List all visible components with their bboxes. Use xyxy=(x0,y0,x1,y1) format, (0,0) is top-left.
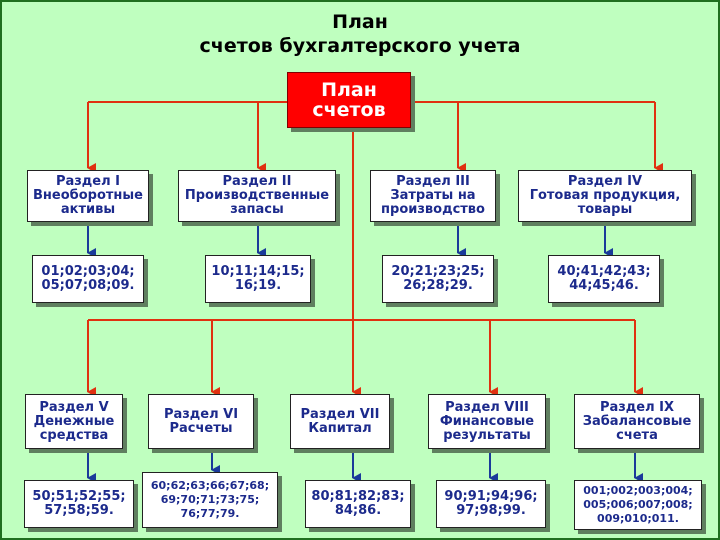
section-7-box: Раздел VII Капитал xyxy=(290,394,390,449)
accounts-9-box: 001;002;003;004; 005;006;007;008; 009;01… xyxy=(574,480,702,530)
accounts-4-box: 40;41;42;43; 44;45;46. xyxy=(548,255,660,303)
accounts-3-text: 20;21;23;25; 26;28;29. xyxy=(391,264,485,293)
accounts-5-box: 50;51;52;55; 57;58;59. xyxy=(24,480,134,528)
section-3-box: Раздел III Затраты на производство xyxy=(370,170,496,222)
section-2-label: Раздел II Производственные запасы xyxy=(184,174,330,217)
section-7-label: Раздел VII Капитал xyxy=(300,406,380,436)
section-6-box: Раздел VI Расчеты xyxy=(148,394,254,449)
section-6-label: Раздел VI Расчеты xyxy=(163,406,239,436)
section-3-label: Раздел III Затраты на производство xyxy=(381,174,485,217)
section-9-label: Раздел IX Забалансовые счета xyxy=(582,399,692,443)
accounts-6-box: 60;62;63;66;67;68; 69;70;71;73;75; 76;77… xyxy=(142,472,278,528)
section-1-box: Раздел I Внеоборотные активы xyxy=(27,170,149,222)
section-5-box: Раздел V Денежные средства xyxy=(25,394,123,449)
section-5-label: Раздел V Денежные средства xyxy=(33,399,115,443)
accounts-3-box: 20;21;23;25; 26;28;29. xyxy=(382,255,494,303)
root-plan-box: План счетов xyxy=(287,72,411,128)
accounts-7-text: 80;81;82;83; 84;86. xyxy=(311,489,405,518)
accounts-2-text: 10;11;14;15; 16;19. xyxy=(211,264,305,293)
section-8-label: Раздел VIII Финансовые результаты xyxy=(439,399,535,443)
page-title-line2: счетов бухгалтерского учета xyxy=(199,35,521,57)
accounts-7-box: 80;81;82;83; 84;86. xyxy=(305,480,411,528)
page-title-line1: План xyxy=(332,11,388,33)
accounts-5-text: 50;51;52;55; 57;58;59. xyxy=(32,489,126,518)
accounts-1-box: 01;02;03;04; 05;07;08;09. xyxy=(32,255,144,303)
accounts-4-text: 40;41;42;43; 44;45;46. xyxy=(557,264,651,293)
root-label: План счетов xyxy=(312,79,386,121)
section-4-label: Раздел IV Готовая продукция, товары xyxy=(529,174,681,217)
section-1-label: Раздел I Внеоборотные активы xyxy=(33,174,143,217)
accounts-9-text: 001;002;003;004; 005;006;007;008; 009;01… xyxy=(583,484,693,525)
section-9-box: Раздел IX Забалансовые счета xyxy=(574,394,700,449)
section-2-box: Раздел II Производственные запасы xyxy=(178,170,336,222)
accounts-2-box: 10;11;14;15; 16;19. xyxy=(205,255,311,303)
section-4-box: Раздел IV Готовая продукция, товары xyxy=(518,170,692,222)
accounts-8-box: 90;91;94;96; 97;98;99. xyxy=(436,480,546,528)
accounts-1-text: 01;02;03;04; 05;07;08;09. xyxy=(41,264,135,293)
section-8-box: Раздел VIII Финансовые результаты xyxy=(428,394,546,449)
accounts-6-text: 60;62;63;66;67;68; 69;70;71;73;75; 76;77… xyxy=(150,479,270,520)
accounts-8-text: 90;91;94;96; 97;98;99. xyxy=(444,489,538,518)
